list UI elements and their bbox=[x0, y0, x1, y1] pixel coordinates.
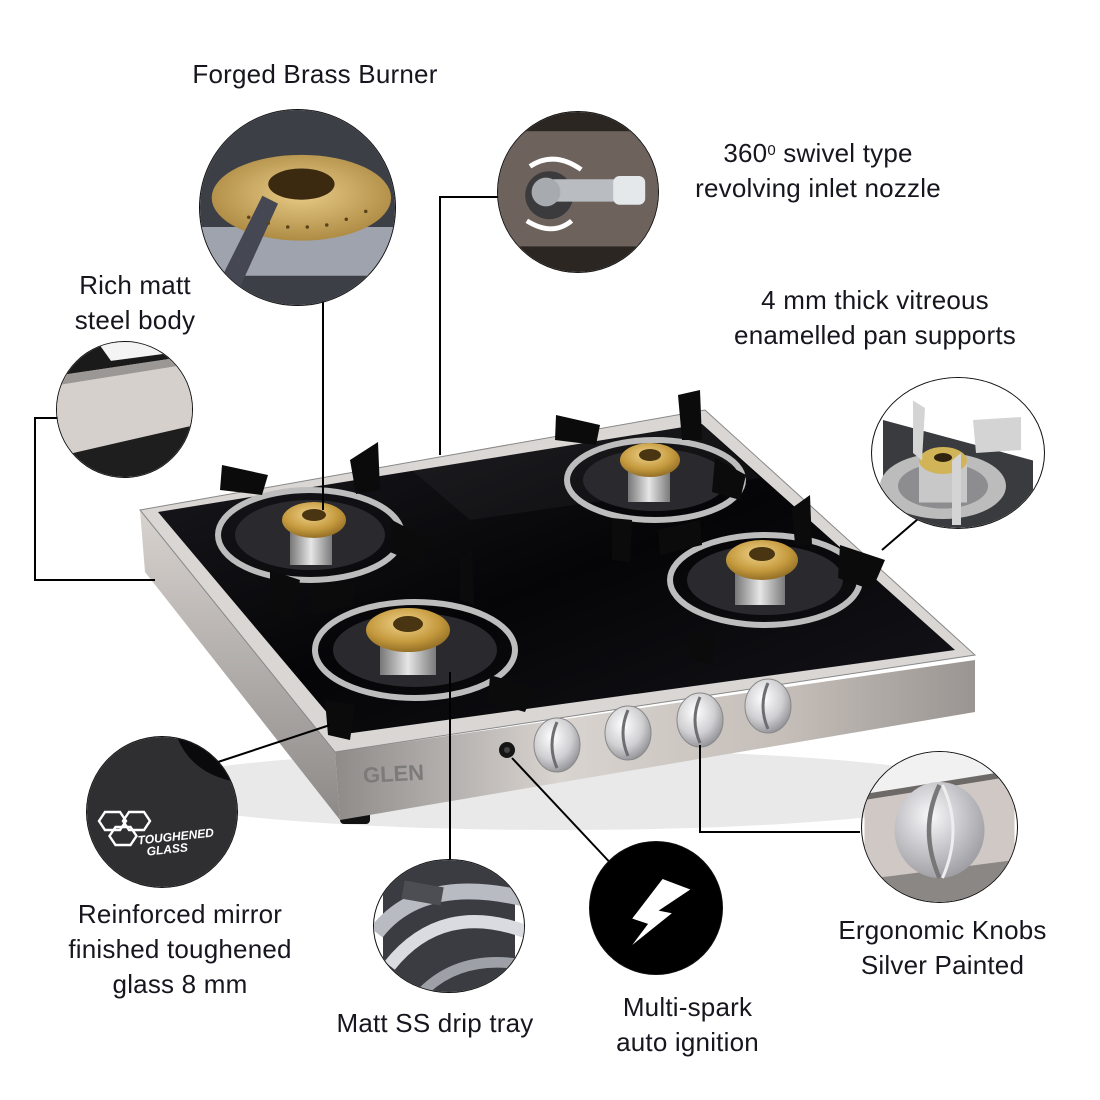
brand-logo: GLEN bbox=[362, 760, 424, 788]
drip-tray-icon bbox=[374, 860, 524, 992]
label-toughened-glass: Reinforced mirror finished toughened gla… bbox=[68, 899, 292, 999]
nozzle-icon bbox=[498, 112, 658, 272]
label-steel-body: Rich matt steel body bbox=[74, 270, 196, 335]
svg-text:GLASS: GLASS bbox=[146, 840, 189, 858]
lightning-bolt-icon bbox=[590, 842, 722, 974]
label-auto-ignition: Multi-spark auto ignition bbox=[616, 992, 759, 1057]
label-drip-tray: Matt SS drip tray bbox=[336, 1008, 534, 1038]
knob-icon bbox=[864, 752, 1015, 902]
burner-front-right bbox=[658, 495, 885, 665]
burner-front-left bbox=[310, 548, 535, 740]
toughened-glass-badge-icon: TOUGHENED GLASS bbox=[87, 737, 237, 887]
detail-swivel-nozzle bbox=[498, 112, 658, 272]
detail-toughened-glass: TOUGHENED GLASS bbox=[87, 737, 237, 887]
detail-drip-tray bbox=[374, 860, 524, 992]
brass-burner-icon bbox=[200, 110, 395, 305]
pan-support-icon bbox=[880, 378, 1033, 528]
detail-brass-burner bbox=[200, 110, 395, 305]
detail-knobs bbox=[862, 752, 1017, 902]
burner-back-left bbox=[215, 442, 430, 620]
label-knobs: Ergonomic Knobs Silver Painted bbox=[838, 915, 1047, 980]
label-swivel-nozzle: 3600 swivel type revolving inlet nozzle bbox=[695, 138, 941, 203]
detail-auto-ignition bbox=[590, 842, 722, 974]
label-brass-burner: Forged Brass Burner bbox=[192, 59, 438, 89]
detail-pan-supports bbox=[872, 378, 1044, 528]
burner-back-right bbox=[555, 390, 746, 562]
steel-panel-icon bbox=[57, 342, 192, 477]
detail-steel-body bbox=[57, 342, 192, 477]
label-pan-supports: 4 mm thick vitreous enamelled pan suppor… bbox=[734, 285, 1016, 350]
